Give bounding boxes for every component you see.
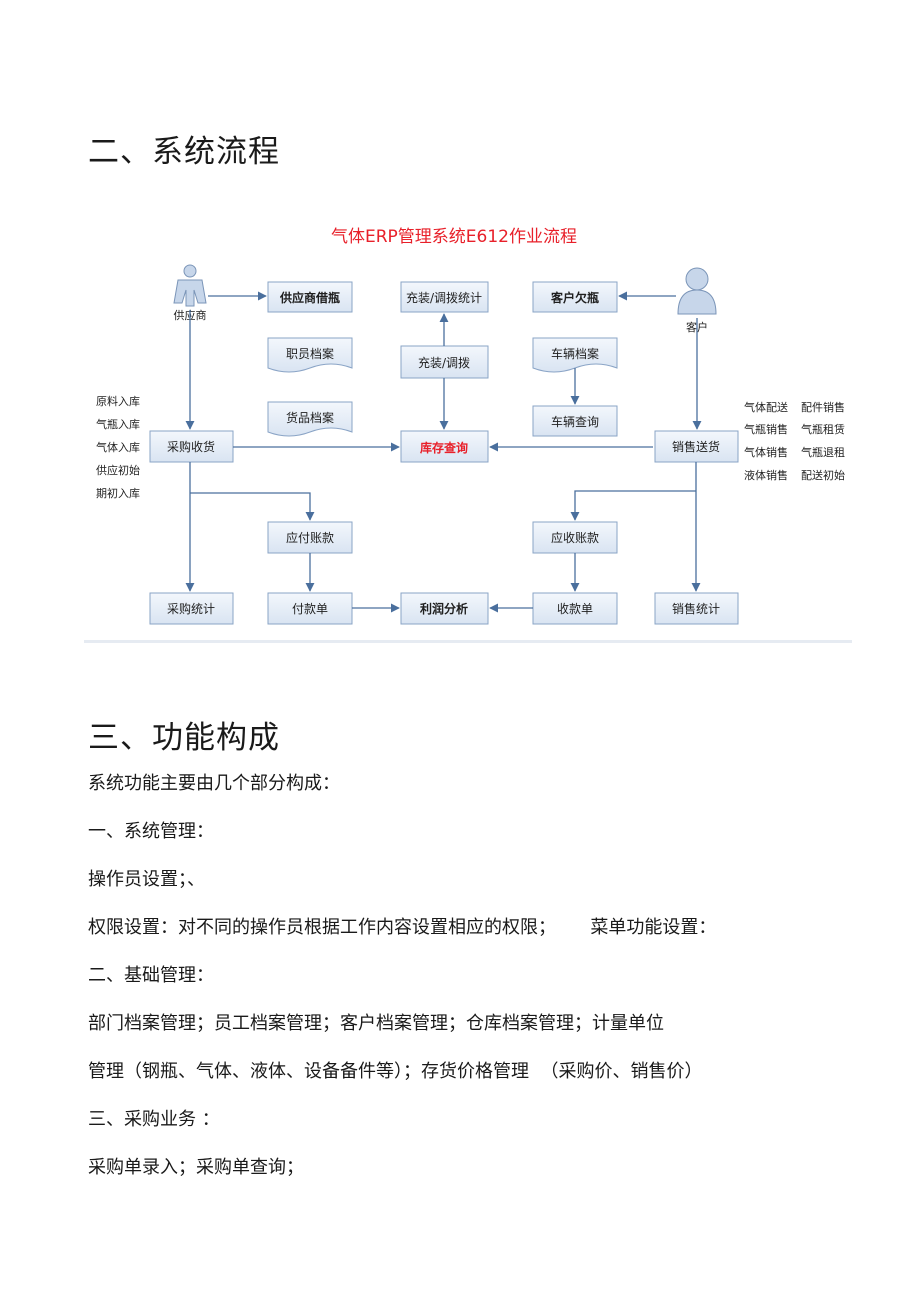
node-receipt: 收款单	[532, 592, 618, 625]
right-label: 气瓶销售	[744, 422, 788, 436]
svg-text:收款单: 收款单	[557, 602, 593, 616]
node-receivable: 应收账款	[532, 521, 618, 554]
svg-text:销售送货: 销售送货	[672, 439, 720, 454]
paragraph-line: 三、采购业务 ：	[88, 1109, 220, 1130]
right-label: 配件销售	[801, 400, 845, 414]
diagram-bottom-rule	[84, 640, 852, 643]
svg-text:车辆档案: 车辆档案	[551, 346, 599, 361]
svg-text:利润分析: 利润分析	[420, 601, 468, 616]
paragraph-line: 一、系统管理：	[88, 821, 214, 842]
paragraph-line: 管理（钢瓶、气体、液体、设备备件等）；存货价格管理 （采购价、销售价）	[88, 1061, 703, 1082]
node-profit-analysis: 利润分析	[400, 592, 489, 625]
node-goods-file: 货品档案	[267, 401, 353, 437]
node-customer-owed: 客户欠瓶	[532, 281, 618, 313]
left-label: 气体入库	[96, 440, 140, 454]
svg-text:供应商借瓶: 供应商借瓶	[279, 290, 340, 305]
svg-text:库存查询: 库存查询	[420, 440, 468, 455]
svg-text:充装/调拨: 充装/调拨	[418, 355, 470, 370]
left-label: 原料入库	[96, 394, 140, 408]
node-purchase-receive: 采购收货	[149, 430, 234, 463]
svg-text:销售统计: 销售统计	[672, 601, 720, 616]
node-sales-stats: 销售统计	[654, 592, 739, 625]
svg-text:应收账款: 应收账款	[551, 530, 599, 545]
svg-text:客户欠瓶: 客户欠瓶	[550, 290, 599, 305]
svg-text:充装/调拨统计: 充装/调拨统计	[406, 290, 482, 305]
supplier-actor-icon	[173, 264, 207, 307]
customer-actor-icon	[677, 267, 717, 315]
node-purchase-stats: 采购统计	[149, 592, 234, 625]
paragraph-line: 操作员设置；、	[88, 869, 205, 890]
left-label: 供应初始	[96, 463, 140, 477]
paragraph-line: 采购单录入；采购单查询；	[88, 1157, 304, 1178]
workflow-diagram: 气体ERP管理系统E612作业流程 供应商 客户 供应商借瓶 充装/调拨统计 客…	[84, 227, 852, 643]
node-fill-transfer: 充装/调拨	[400, 345, 489, 379]
right-label: 气体销售	[744, 445, 788, 459]
section-heading-functions: 三、功能构成	[88, 720, 280, 756]
diagram-connectors	[185, 291, 702, 613]
paragraph-line: 二、基础管理：	[88, 965, 214, 986]
svg-text:货品档案: 货品档案	[286, 410, 334, 425]
svg-text:采购统计: 采购统计	[167, 601, 215, 616]
svg-text:职员档案: 职员档案	[286, 346, 334, 361]
node-sales-delivery: 销售送货	[654, 430, 739, 463]
paragraph-line: 部门档案管理；员工档案管理；客户档案管理；仓库档案管理；计量单位	[88, 1013, 664, 1034]
node-payable: 应付账款	[267, 521, 353, 554]
left-label: 期初入库	[96, 486, 140, 500]
node-supplier-bottle: 供应商借瓶	[267, 281, 353, 313]
svg-text:应付账款: 应付账款	[286, 530, 334, 545]
left-label: 气瓶入库	[96, 417, 140, 431]
svg-text:付款单: 付款单	[292, 602, 328, 616]
diagram-title: 气体ERP管理系统E612作业流程	[331, 227, 577, 247]
svg-text:车辆查询: 车辆查询	[551, 414, 599, 429]
right-label: 气瓶退租	[801, 445, 845, 459]
section-heading-process: 二、系统流程	[88, 134, 280, 170]
node-inventory-query: 库存查询	[400, 430, 489, 463]
node-payment: 付款单	[267, 592, 353, 625]
right-label: 气体配送	[744, 400, 788, 414]
paragraph-line: 权限设置：对不同的操作员根据工作内容设置相应的权限； 菜单功能设置：	[88, 917, 717, 938]
node-vehicle-query: 车辆查询	[532, 405, 618, 437]
node-vehicle-file: 车辆档案	[532, 337, 618, 373]
node-fill-stats: 充装/调拨统计	[400, 281, 489, 313]
right-label: 液体销售	[744, 468, 788, 482]
svg-text:采购收货: 采购收货	[167, 439, 215, 454]
right-label: 配送初始	[801, 468, 845, 482]
node-staff-file: 职员档案	[267, 337, 353, 373]
right-label: 气瓶租赁	[801, 422, 845, 436]
paragraph-line: 系统功能主要由几个部分构成：	[88, 773, 340, 794]
